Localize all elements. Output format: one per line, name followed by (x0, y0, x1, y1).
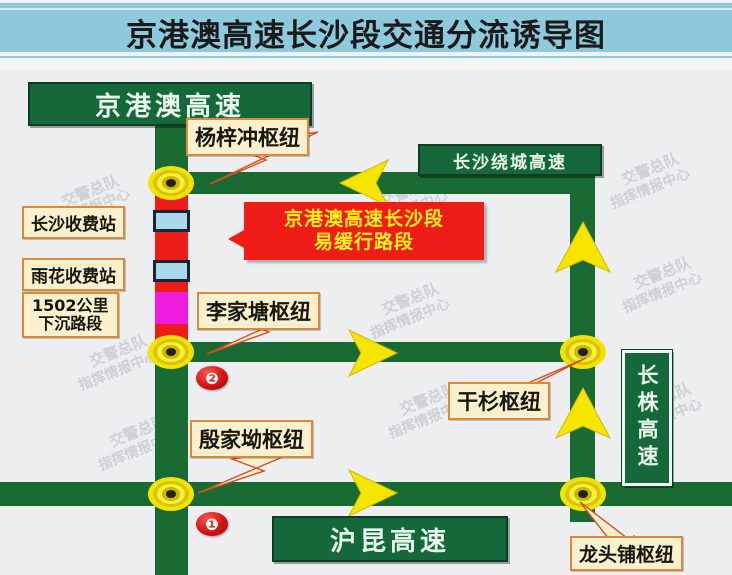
watermark-text: 指挥情报中心 (608, 165, 693, 213)
label-yuhua-toll-station: 雨花收费站 (22, 258, 125, 291)
sign-jinggangao-expressway: 京港澳高速 (28, 82, 312, 126)
watermark-text: 交警总队 (379, 279, 442, 319)
header-band (0, 0, 732, 62)
label-changsha-toll-station: 长沙收费站 (22, 206, 125, 239)
label-km1502-line1: 1502公里 (32, 296, 109, 315)
watermark-text: 指挥情报中心 (620, 269, 705, 317)
toll-marker-yuhua (153, 260, 190, 282)
junction-node-yangzichong[interactable] (148, 166, 194, 200)
alert-box-tail (228, 230, 244, 248)
junction-node-longtoupu[interactable] (560, 477, 606, 511)
label-km1502-line2: 下沉路段 (38, 313, 103, 333)
label-ganshan-junction: 干杉枢纽 (448, 382, 550, 420)
junction-node-ganshan[interactable] (560, 335, 606, 369)
flow-arrow-east-bottom (335, 468, 399, 518)
label-lijiatang-junction: 李家塘枢纽 (197, 292, 320, 330)
flow-arrow-north-upper (554, 220, 612, 284)
header-stripe-bottom (0, 58, 732, 62)
toll-marker-changsha (153, 210, 190, 232)
badge-route-two: ❷ (196, 366, 228, 390)
flow-arrow-east-middle (335, 328, 399, 378)
header-underlay (0, 62, 732, 70)
label-km1502-sunken-section: 1502公里 下沉路段 (22, 292, 119, 338)
flow-arrow-north-lower (554, 386, 612, 450)
label-yinjiaao-junction: 殷家坳枢纽 (190, 420, 313, 458)
alert-line-2: 易缓行路段 (313, 231, 414, 253)
label-longtoupu-junction: 龙头铺枢纽 (570, 536, 684, 571)
header-stripe-upper (0, 8, 732, 10)
header-stripe-top (0, 0, 732, 3)
flow-arrow-west-top (338, 158, 402, 208)
alert-line-1: 京港澳高速长沙段 (283, 208, 444, 231)
header-stripe-lower (0, 52, 732, 56)
junction-node-lijiatang[interactable] (148, 335, 194, 369)
watermark-text: 交警总队 (619, 149, 682, 189)
sign-changzhu-expressway: 长株高速 (621, 349, 673, 487)
sign-changsha-ring-road: 长沙绕城高速 (418, 144, 602, 176)
junction-node-yinjiaao[interactable] (148, 477, 194, 511)
label-yangzichong-junction: 杨梓冲枢纽 (186, 118, 309, 156)
page-title: 京港澳高速长沙段交通分流诱导图 (126, 17, 606, 54)
map-canvas: 交警总队 指挥情报中心 交警总队 指挥情报中心 交警总队 指挥情报中心 交警总队… (0, 70, 732, 575)
badge-route-one: ❶ (196, 512, 228, 536)
alert-box-congestion: 京港澳高速长沙段 易缓行路段 (228, 202, 484, 260)
watermark-text: 交警总队 (631, 253, 694, 293)
sign-hukun-expressway: 沪昆高速 (272, 516, 508, 562)
road-segment-km1502 (155, 292, 188, 324)
